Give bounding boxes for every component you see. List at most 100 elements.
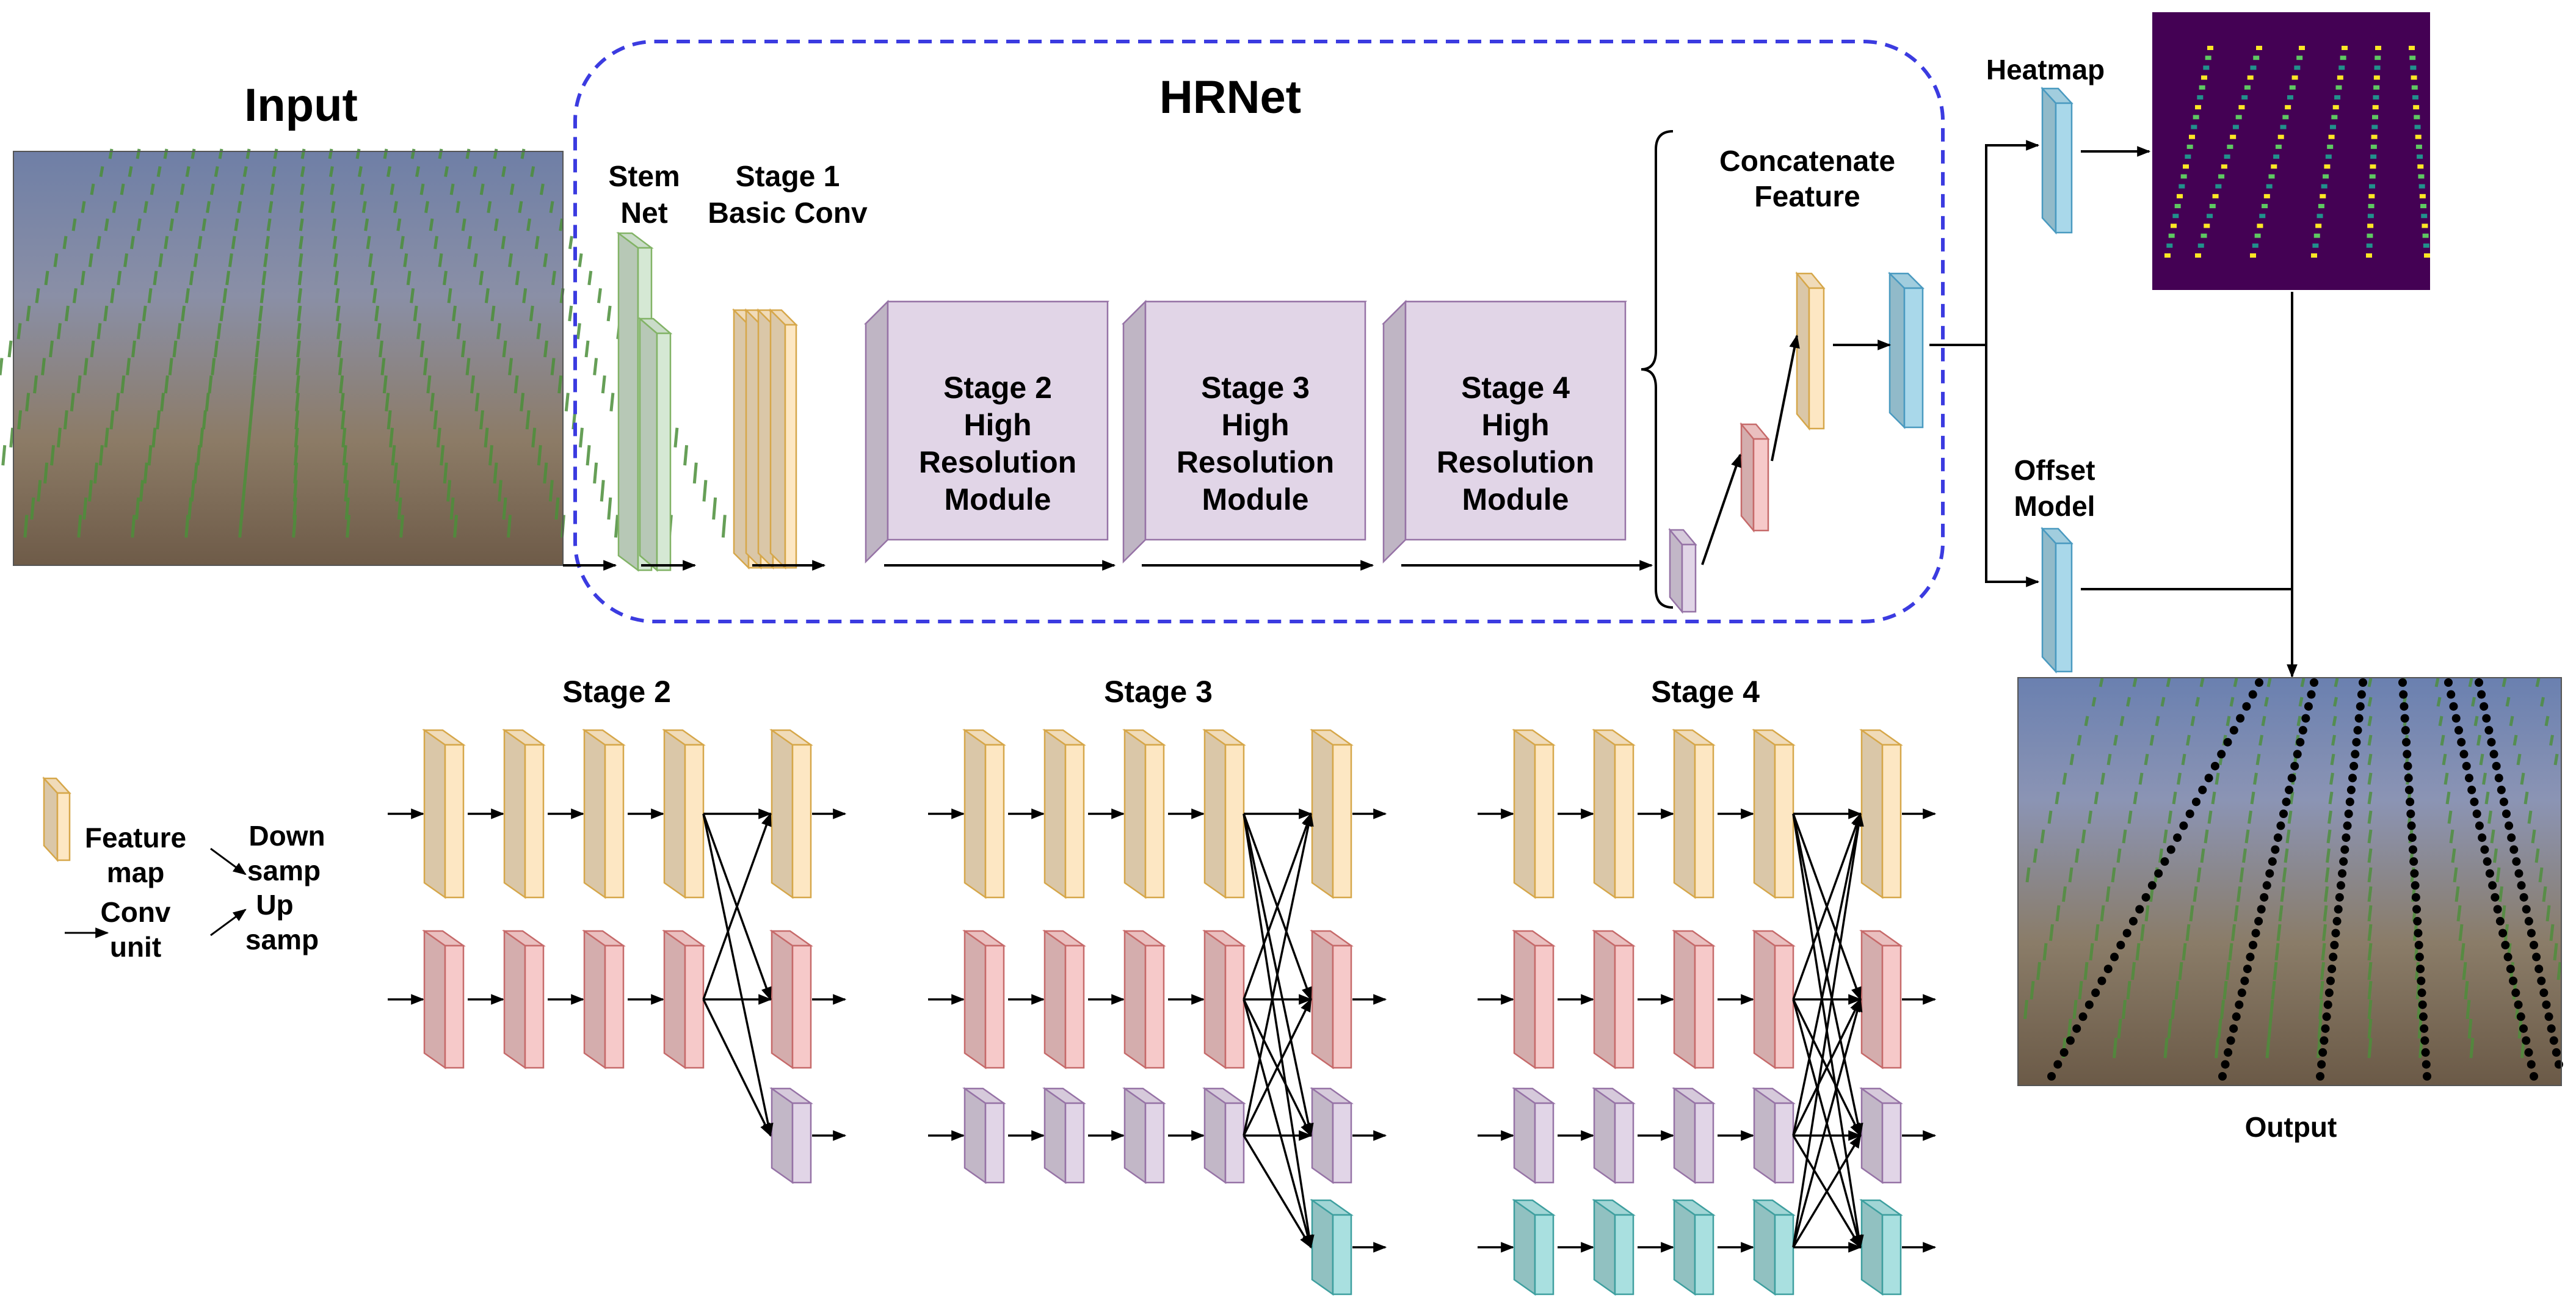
rice-seedling-mark xyxy=(139,480,144,502)
rice-seedling-mark xyxy=(128,166,133,177)
rice-seedling-mark xyxy=(484,427,489,448)
fusion-arrow xyxy=(1243,998,1312,1136)
rice-seedling-mark xyxy=(446,480,452,502)
rice-seedling-mark xyxy=(2255,753,2261,766)
rice-seedling-mark xyxy=(419,340,425,358)
rice-seedling-mark xyxy=(7,340,13,358)
heatmap-peak xyxy=(2409,56,2416,60)
detected-row-point xyxy=(2417,976,2426,985)
detected-row-point xyxy=(2454,726,2463,735)
detected-row-point xyxy=(2539,988,2549,998)
rice-seedling-mark xyxy=(2189,905,2194,922)
rice-seedling-mark xyxy=(2072,999,2078,1020)
rice-seedling-mark xyxy=(416,323,422,339)
rice-seedling-mark xyxy=(2498,886,2503,902)
stage3-fused-row4 xyxy=(1310,1198,1354,1296)
heatmap-peak xyxy=(2215,184,2222,189)
rice-seedling-mark xyxy=(168,358,173,375)
detected-row-point xyxy=(2273,833,2282,843)
rice-seedling-mark xyxy=(473,253,478,267)
rice-seedling-mark xyxy=(2089,943,2094,961)
detected-row-point xyxy=(2480,702,2489,711)
heatmap-peak xyxy=(2424,253,2430,258)
rice-seedling-mark xyxy=(50,445,56,466)
rice-seedling-mark xyxy=(393,201,398,214)
detected-row-point xyxy=(2282,797,2291,806)
heatmap-peak xyxy=(2315,223,2322,228)
rice-seedling-mark xyxy=(330,183,335,195)
rice-seedling-mark xyxy=(193,462,198,484)
detected-row-point xyxy=(2141,893,2150,902)
detected-row-point xyxy=(2420,1036,2429,1045)
detected-row-point xyxy=(2417,988,2426,998)
concat-label-line1: Concatenate xyxy=(1719,145,1895,178)
rice-seedling-mark xyxy=(2264,697,2269,707)
rice-seedling-mark xyxy=(2211,791,2216,805)
detected-row-point xyxy=(2218,1072,2227,1081)
rice-seedling-mark xyxy=(2163,1037,2169,1059)
heatmap-peak xyxy=(2368,194,2375,198)
heatmap-peak xyxy=(2179,184,2185,189)
rice-seedling-mark xyxy=(88,480,93,502)
rice-seedling-mark xyxy=(331,218,336,231)
heatmap-peak xyxy=(2203,65,2210,70)
rice-seedling-mark xyxy=(2469,1037,2475,1059)
detected-row-point xyxy=(2320,1036,2329,1045)
detected-row-point xyxy=(2527,929,2536,938)
stage3-row3-unit2 xyxy=(1042,1087,1086,1184)
rice-seedling-mark xyxy=(115,393,120,411)
rice-seedling-mark xyxy=(33,375,38,394)
heatmap-peak xyxy=(2197,243,2204,248)
heatmap-peak xyxy=(2183,164,2189,169)
rice-seedling-mark xyxy=(299,236,304,250)
rice-seedling-mark xyxy=(385,393,390,411)
rice-seedling-mark xyxy=(2330,753,2335,766)
rice-seedling-mark xyxy=(250,393,255,411)
rice-seedling-mark xyxy=(266,218,272,231)
heatmap-peak xyxy=(2166,243,2173,248)
rice-seedling-mark xyxy=(2271,980,2276,1000)
heatmap-peak xyxy=(2311,253,2317,258)
detected-row-point xyxy=(2501,941,2510,949)
heatmap-peak xyxy=(2370,154,2377,159)
rice-seedling-mark xyxy=(64,305,70,322)
heatmap-peak xyxy=(2168,233,2175,238)
heatmap-image xyxy=(2152,12,2430,290)
heatmap-peak xyxy=(2224,154,2230,159)
legend-up-line2: samp xyxy=(245,924,319,955)
heatmap-peak xyxy=(2263,194,2270,198)
detected-row-point xyxy=(2257,905,2266,914)
rice-seedling-mark xyxy=(576,323,581,339)
rice-seedling-mark xyxy=(539,183,545,195)
detected-row-point xyxy=(2304,702,2313,711)
rice-seedling-mark xyxy=(1,445,7,466)
heatmap-peak xyxy=(2372,115,2378,120)
rice-seedling-mark xyxy=(2195,697,2200,707)
rice-seedling-mark xyxy=(2534,848,2540,863)
rice-seedling-mark xyxy=(234,218,239,231)
rice-seedling-mark xyxy=(2228,943,2233,961)
detected-row-point xyxy=(2422,1060,2431,1069)
rice-seedling-mark xyxy=(606,305,612,322)
rice-seedling-mark xyxy=(129,236,135,250)
detected-row-point xyxy=(2204,774,2213,783)
detected-row-point xyxy=(2534,965,2544,974)
detected-row-point xyxy=(2512,857,2521,866)
heatmap-peak xyxy=(2287,95,2293,100)
rice-seedling-mark xyxy=(520,148,526,159)
rice-seedling-mark xyxy=(136,218,142,231)
rice-seedling-mark xyxy=(201,218,207,231)
rice-seedling-mark xyxy=(156,410,161,430)
detected-row-point xyxy=(2323,1000,2332,1009)
rice-seedling-mark xyxy=(2473,716,2479,727)
rice-seedling-mark xyxy=(2320,962,2325,980)
rice-seedling-mark xyxy=(537,445,542,466)
module-label: Resolution xyxy=(1177,445,1334,479)
heatmap-peak xyxy=(2409,46,2415,50)
heatmap-peak xyxy=(2207,46,2213,50)
legend-conv-line1: Conv xyxy=(101,896,171,928)
heatmap-peak xyxy=(2375,56,2381,60)
rice-seedling-mark xyxy=(548,480,554,502)
stage4-row2-unit2 xyxy=(1592,929,1636,1070)
detected-row-point xyxy=(2342,833,2351,843)
